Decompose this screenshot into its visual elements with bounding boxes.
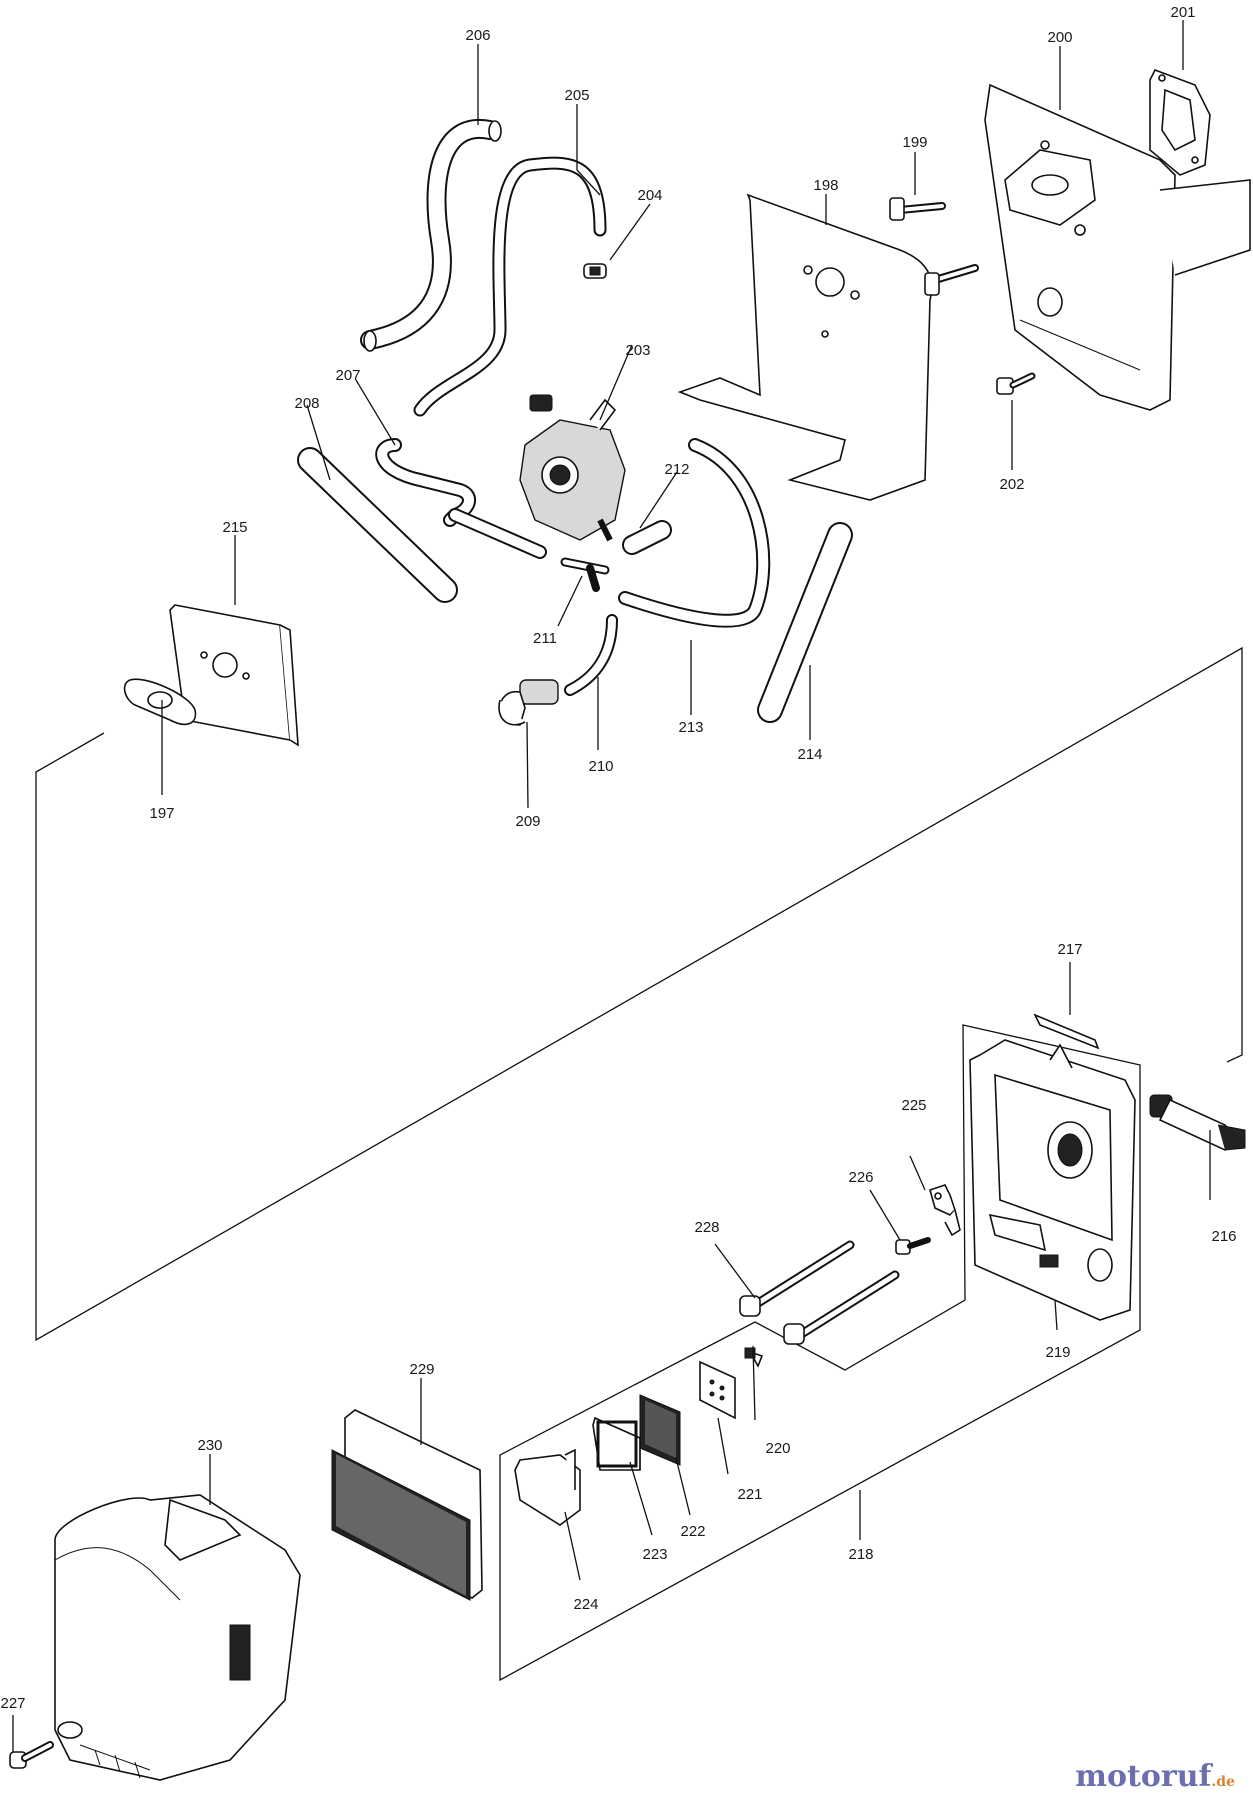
label-217: 217 xyxy=(1057,941,1082,958)
part-207-hose xyxy=(375,438,547,559)
part-204-clamp xyxy=(583,263,607,279)
label-212: 212 xyxy=(664,461,689,478)
part-210-hose xyxy=(564,614,618,696)
part-213-hose xyxy=(618,438,771,628)
part-214-tube xyxy=(757,522,853,723)
part-208-tube xyxy=(297,447,458,603)
part-201-gasket xyxy=(1149,68,1211,176)
part-219-air-cleaner-case xyxy=(969,1039,1136,1321)
part-221-plate xyxy=(699,1360,736,1420)
label-214: 214 xyxy=(797,746,822,763)
label-229: 229 xyxy=(409,1361,434,1378)
label-221: 221 xyxy=(737,1486,762,1503)
part-215-spacer-plate xyxy=(169,604,299,747)
part-226-screw xyxy=(895,1237,931,1255)
watermark-brand: motoruf xyxy=(1075,1759,1212,1794)
label-218: 218 xyxy=(848,1546,873,1563)
watermark-suffix: .de xyxy=(1211,1774,1235,1790)
part-198-insulator-plate xyxy=(677,193,933,501)
guide-line-outer xyxy=(35,646,1243,1342)
label-223: 223 xyxy=(642,1546,667,1563)
label-202: 202 xyxy=(999,476,1024,493)
label-215: 215 xyxy=(222,519,247,536)
label-206: 206 xyxy=(465,27,490,44)
label-220: 220 xyxy=(765,1440,790,1457)
label-200: 200 xyxy=(1047,29,1072,46)
label-207: 207 xyxy=(335,367,360,384)
label-230: 230 xyxy=(197,1437,222,1454)
label-210: 210 xyxy=(588,758,613,775)
part-212-tube xyxy=(622,520,672,555)
label-203: 203 xyxy=(625,342,650,359)
part-209-primer-bulb xyxy=(498,679,559,726)
part-203-carburetor xyxy=(519,394,626,542)
label-228: 228 xyxy=(694,1219,719,1236)
label-222: 222 xyxy=(680,1523,705,1540)
label-197: 197 xyxy=(149,805,174,822)
label-208: 208 xyxy=(294,395,319,412)
label-211: 211 xyxy=(533,630,557,647)
part-211-t-fitting xyxy=(560,557,610,592)
part-216-choke-lever xyxy=(1149,1094,1246,1151)
part-225-lever-plate xyxy=(929,1184,961,1237)
label-225: 225 xyxy=(901,1097,926,1114)
label-227: 227 xyxy=(0,1695,25,1712)
part-229-air-filter xyxy=(331,1409,483,1601)
part-222-screen xyxy=(639,1394,681,1466)
part-230-air-cleaner-cover xyxy=(54,1494,301,1781)
label-213: 213 xyxy=(678,719,703,736)
part-228-long-bolts xyxy=(739,1240,900,1345)
label-216: 216 xyxy=(1211,1228,1236,1245)
label-224: 224 xyxy=(573,1596,598,1613)
part-206-fuel-hose xyxy=(360,118,502,352)
part-227-screw xyxy=(9,1741,54,1769)
part-218-assembly-outline xyxy=(499,1024,1141,1682)
label-201: 201 xyxy=(1170,4,1195,21)
part-197-gasket xyxy=(123,678,197,726)
part-199-bolt xyxy=(889,197,946,221)
label-205: 205 xyxy=(564,87,589,104)
part-labels: 206 205 204 198 199 200 201 202 203 207 … xyxy=(0,4,1236,1712)
label-219: 219 xyxy=(1045,1344,1070,1361)
label-198: 198 xyxy=(813,177,838,194)
label-204: 204 xyxy=(637,187,662,204)
leader-lines xyxy=(12,20,1211,1752)
label-209: 209 xyxy=(515,813,540,830)
label-226: 226 xyxy=(848,1169,873,1186)
watermark-logo: motoruf.de xyxy=(1075,1759,1235,1794)
part-223-filter xyxy=(592,1416,641,1471)
part-202-screw xyxy=(996,372,1036,395)
part-200-intake-bracket xyxy=(984,83,1251,411)
part-224-cover-piece xyxy=(514,1448,581,1526)
part-bolt-insulator xyxy=(924,264,979,296)
label-199: 199 xyxy=(902,134,927,151)
part-217-seal-strip xyxy=(1033,1013,1100,1050)
